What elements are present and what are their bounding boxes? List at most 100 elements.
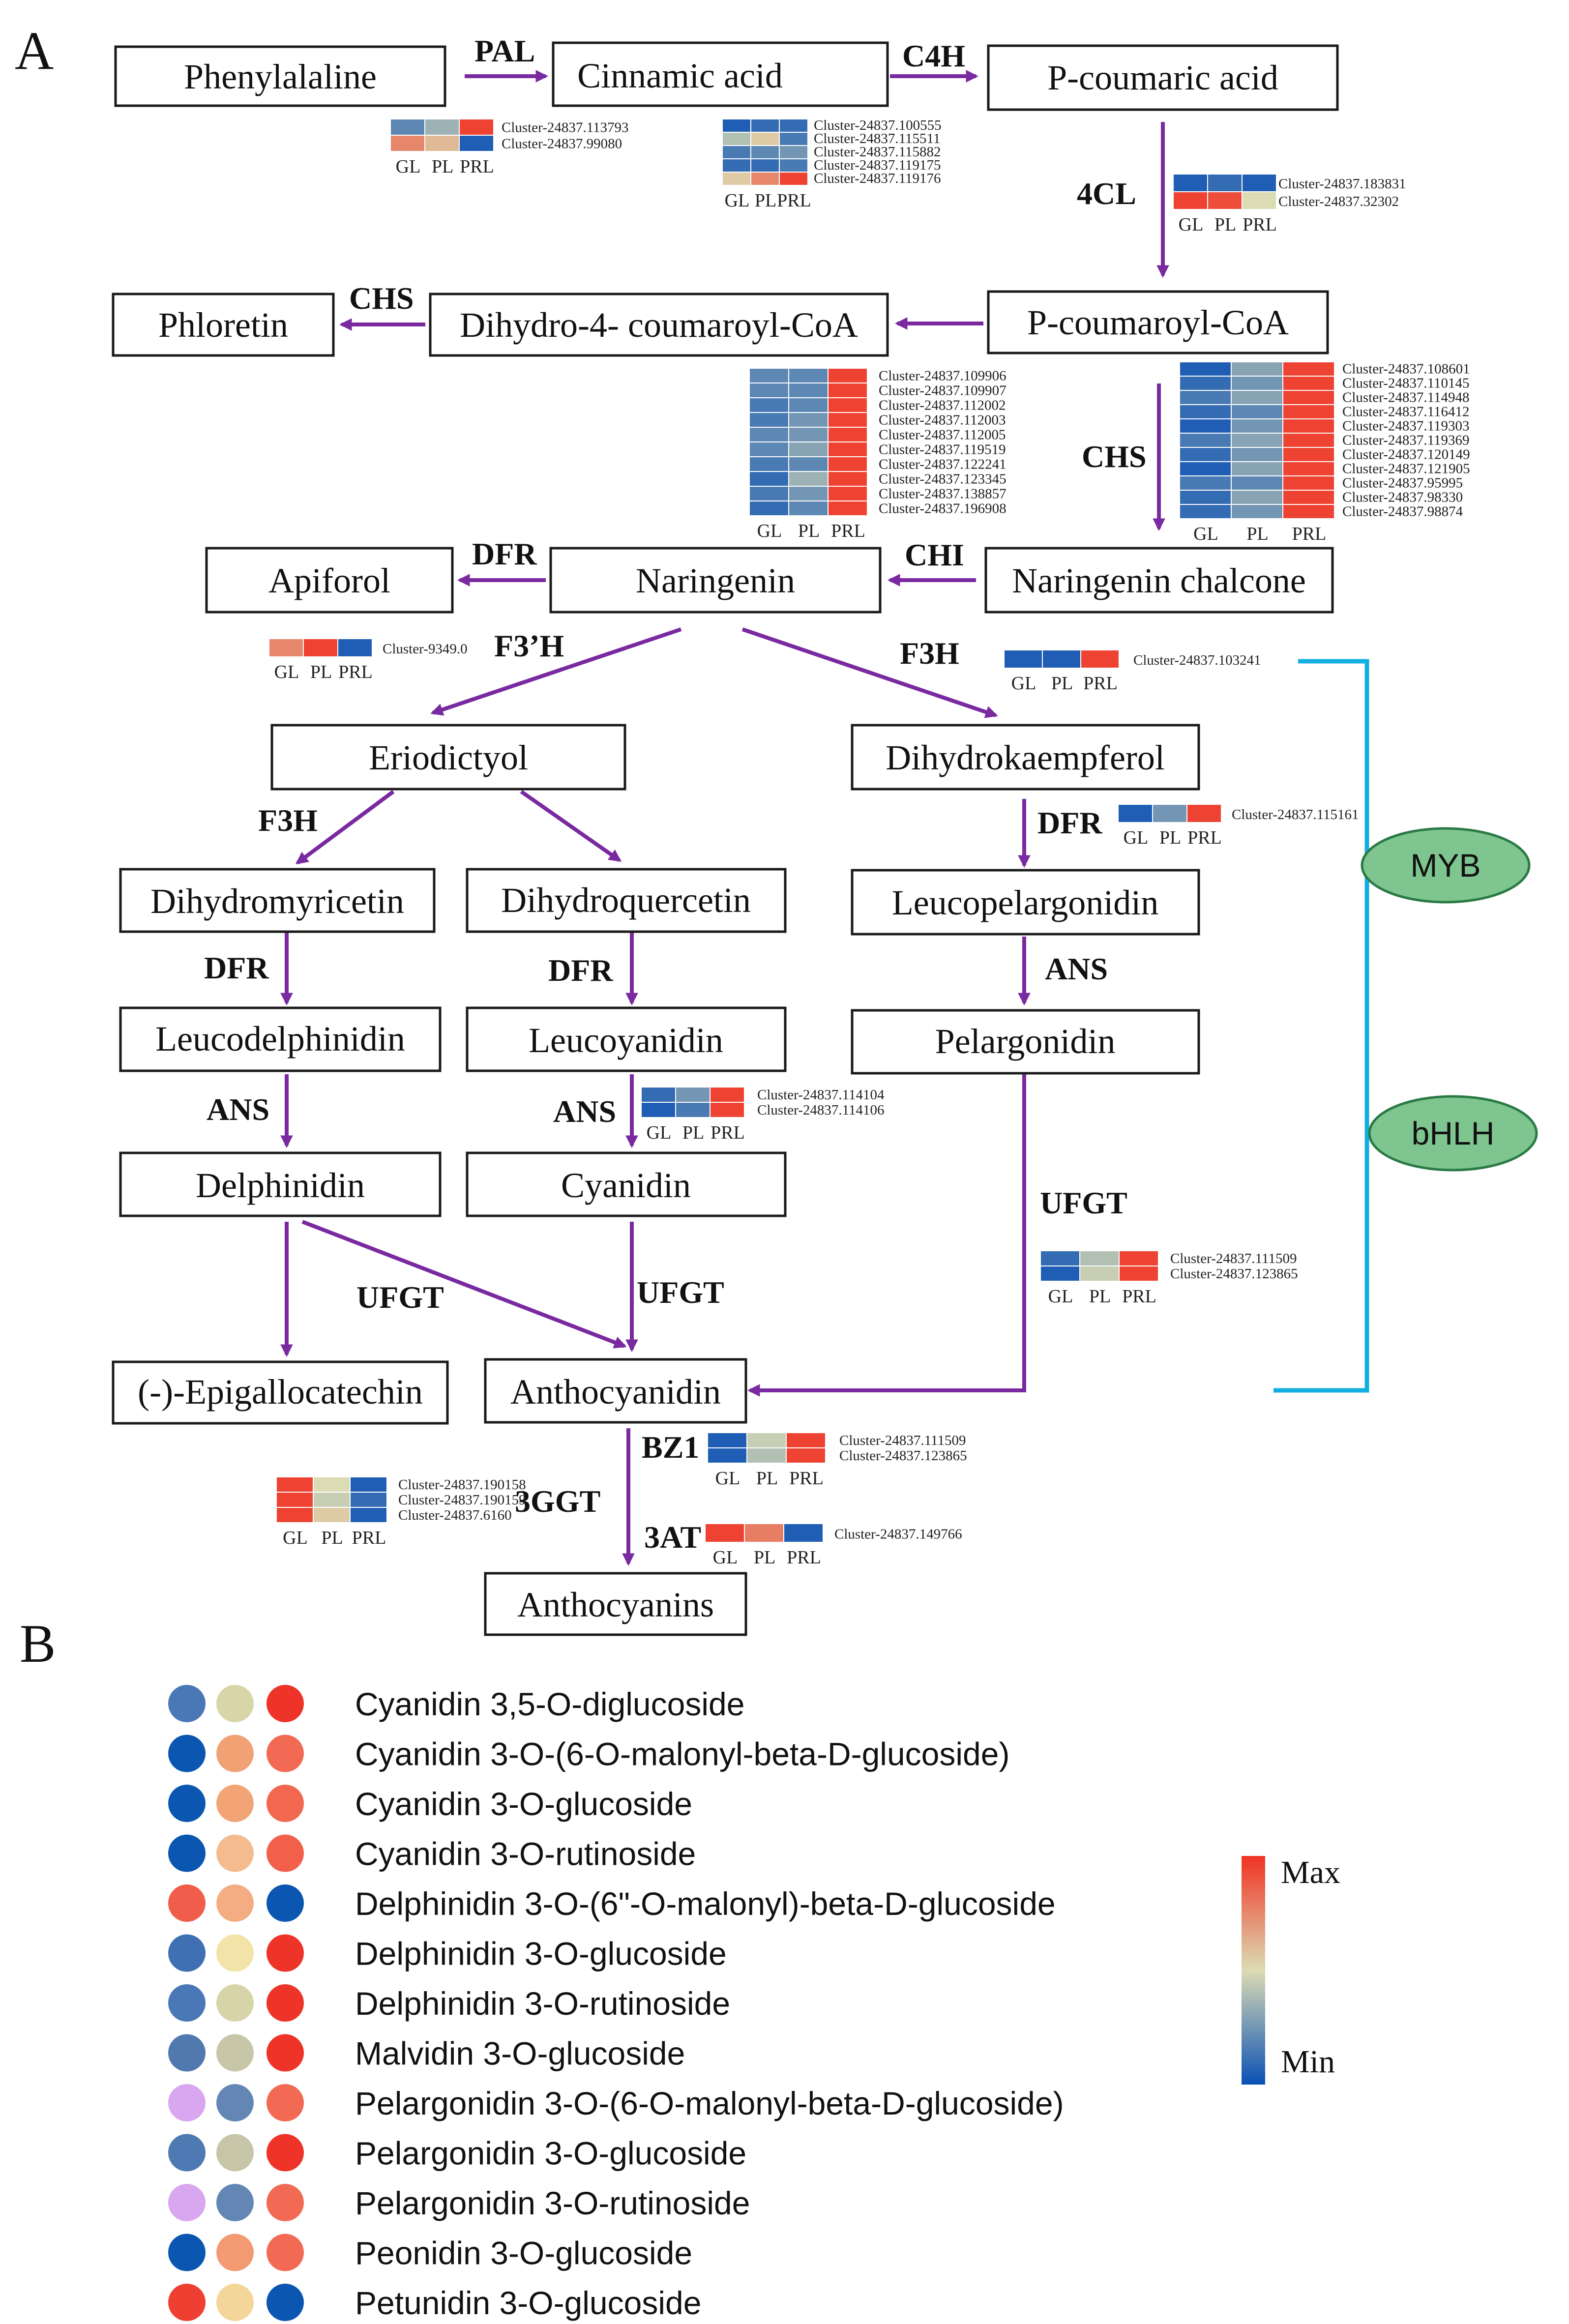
- cluster-label: Cluster-24837.98330: [1342, 490, 1463, 505]
- cluster-label: Cluster-24837.98874: [1342, 504, 1463, 520]
- node-cinnamic-acid: Cinnamic acid: [552, 41, 889, 107]
- arrow-eri-dhm: [295, 790, 395, 865]
- heatmap-cell: [1153, 805, 1186, 822]
- cluster-label: Cluster-24837.119303: [1342, 418, 1470, 434]
- heatmap-cell: [829, 442, 867, 456]
- heatmap-col-label: GL: [713, 1547, 738, 1568]
- metabolite-dot: [266, 1785, 304, 1822]
- heatmap-col-label: GL: [1048, 1286, 1073, 1307]
- heatmap-cell: [1081, 650, 1119, 668]
- heatmap-cell: [1119, 805, 1152, 822]
- heatmap-h2: Cluster-24837.100555Cluster-24837.115511…: [723, 118, 942, 211]
- svg-text:Eriodictyol: Eriodictyol: [369, 738, 528, 777]
- heatmap-cell: [1180, 362, 1231, 376]
- svg-text:Leucopelargonidin: Leucopelargonidin: [892, 883, 1159, 922]
- heatmap-col-label: GL: [1124, 827, 1149, 848]
- heatmap-col-label: PL: [1214, 214, 1236, 235]
- cluster-label: Cluster-24837.103241: [1133, 652, 1261, 668]
- metabolite-dot: [216, 2184, 254, 2221]
- cluster-label: Cluster-24837.119369: [1342, 433, 1470, 448]
- heatmap-cell: [1080, 1251, 1119, 1265]
- heatmap-col-label: PL: [310, 662, 332, 682]
- heatmap-col-label: PL: [756, 1468, 778, 1489]
- node-eriodictyol: Eriodictyol: [270, 724, 626, 791]
- cluster-label: Cluster-24837.112002: [879, 397, 1006, 413]
- cluster-label: Cluster-24837.111509: [1170, 1251, 1297, 1266]
- panel-label-a: A: [15, 21, 54, 81]
- arrow-del-ant: [301, 1220, 627, 1349]
- heatmap-cell: [1283, 491, 1334, 504]
- enzyme-ufgt-3: UFGT: [637, 1275, 724, 1310]
- cluster-label: Cluster-24837.115511: [814, 131, 940, 147]
- heatmap-cell: [1232, 448, 1282, 461]
- color-scale-legend: Max Min: [1242, 1854, 1340, 2085]
- node-naringenin-chalcone: Naringenin chalcone: [984, 547, 1334, 614]
- heatmap-col-label: PL: [1051, 673, 1073, 694]
- enzyme-chs-2: CHS: [1082, 439, 1147, 474]
- metabolite-dot: [266, 2234, 304, 2271]
- heatmap-col-label: GL: [283, 1528, 308, 1548]
- heatmap-cell: [1180, 491, 1231, 504]
- enzyme-f3h-2: F3H: [258, 803, 318, 838]
- heatmap-col-label: PRL: [831, 521, 865, 541]
- heatmap-col-label: PRL: [1122, 1286, 1156, 1307]
- heatmap-cell: [750, 442, 788, 456]
- heatmap-cell: [1283, 362, 1334, 376]
- metabolite-name: Cyanidin 3-O-rutinoside: [355, 1836, 696, 1872]
- heatmap-cell: [351, 1508, 386, 1522]
- metabolite-row: Delphinidin 3-O-glucoside: [168, 1934, 727, 1972]
- heatmap-col-label: GL: [1179, 214, 1204, 235]
- heatmap-cell: [1283, 391, 1334, 404]
- heatmap-cell: [1243, 192, 1276, 209]
- metabolite-dot: [216, 1785, 254, 1822]
- metabolite-dot: [266, 1884, 304, 1922]
- metabolite-dot: [216, 1934, 254, 1972]
- heatmap-cell: [1208, 192, 1242, 209]
- metabolite-row: Malvidin 3-O-glucoside: [168, 2034, 685, 2072]
- svg-text:Dihydrokaempferol: Dihydrokaempferol: [886, 738, 1165, 777]
- metabolite-dot: [216, 2284, 254, 2321]
- metabolite-row: Petunidin 3-O-glucoside: [168, 2284, 701, 2321]
- heatmap-col-label: PRL: [787, 1547, 821, 1568]
- cluster-label: Cluster-24837.190158: [398, 1477, 526, 1493]
- heatmap-cell: [1232, 462, 1282, 475]
- heatmap-cell: [1208, 175, 1242, 191]
- heatmap-cell: [750, 398, 788, 412]
- metabolite-name: Pelargonidin 3-O-glucoside: [355, 2135, 746, 2172]
- gene-heatmaps: Cluster-24837.113793Cluster-24837.99080G…: [269, 118, 1470, 1568]
- svg-text:Naringenin: Naringenin: [636, 561, 795, 600]
- regulation-bracket: [1273, 659, 1369, 1393]
- metabolite-dot: [168, 1984, 206, 2022]
- heatmap-cell: [1283, 419, 1334, 433]
- heatmap-cell: [784, 1524, 823, 1542]
- cluster-label: Cluster-24837.99080: [502, 136, 622, 152]
- heatmap-cell: [1232, 405, 1282, 418]
- heatmap-col-label: PRL: [352, 1528, 386, 1548]
- node-leucodelphinidin: Leucodelphinidin: [119, 1006, 442, 1072]
- metabolite-row: Delphinidin 3-O-(6"-O-malonyl)-beta-D-gl…: [168, 1884, 1056, 1922]
- heatmap-cell: [829, 472, 867, 486]
- metabolite-dot: [168, 2134, 206, 2172]
- heatmap-cell: [780, 159, 807, 172]
- enzyme-chs-1: CHS: [349, 281, 414, 316]
- enzyme-3at: 3AT: [644, 1520, 701, 1555]
- svg-text:Delphinidin: Delphinidin: [196, 1166, 365, 1205]
- metabolite-dot: [168, 2084, 206, 2121]
- heatmap-cell: [780, 173, 807, 185]
- heatmap-cell: [1283, 462, 1334, 475]
- heatmap-cell: [829, 428, 867, 441]
- node-dihydro-4-coumaroyl-coa: Dihydro-4- coumaroyl-CoA: [429, 293, 889, 357]
- node-cyanidin: Cyanidin: [466, 1151, 787, 1217]
- metabolite-dot: [168, 2284, 206, 2321]
- enzyme-4cl: 4CL: [1077, 176, 1136, 211]
- metabolite-dot: [216, 1884, 254, 1922]
- node-p-coumaric-acid: P-coumaric acid: [987, 44, 1339, 111]
- node-pelargonidin: Pelargonidin: [851, 1009, 1200, 1075]
- cluster-label: Cluster-24837.183831: [1278, 176, 1406, 192]
- cluster-label: Cluster-24837.6160: [398, 1507, 512, 1523]
- heatmap-cell: [829, 487, 867, 500]
- heatmap-cell: [787, 1448, 825, 1463]
- enzyme-bz1: BZ1: [642, 1430, 699, 1465]
